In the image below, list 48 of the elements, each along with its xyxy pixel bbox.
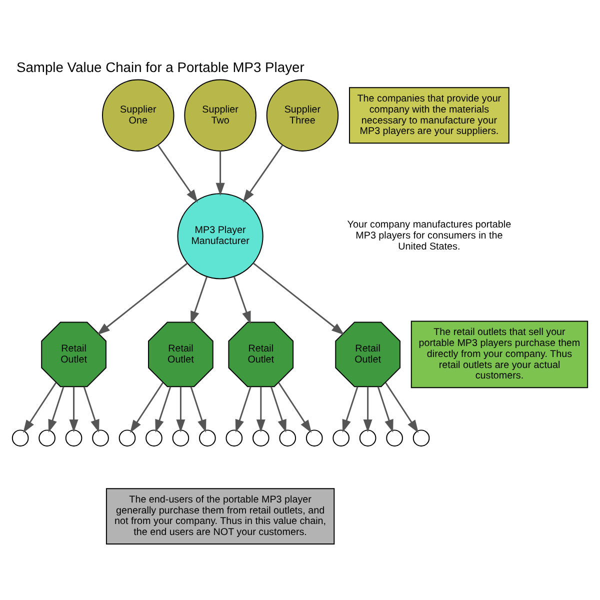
arrow xyxy=(385,382,418,432)
node-person xyxy=(199,429,216,446)
node-person xyxy=(118,429,136,446)
node-circle: Supplier Three xyxy=(266,78,339,151)
arrow xyxy=(130,382,164,432)
arrow xyxy=(256,386,266,432)
node-box: The retail outlets that sell your portable MP3 players purchase them directly from your company. Thus retail outlets are your actual customers. xyxy=(410,320,588,388)
arrow xyxy=(23,382,57,432)
arrow xyxy=(342,386,358,432)
arrow xyxy=(216,150,225,196)
arrow xyxy=(157,144,198,202)
node-person xyxy=(65,429,82,446)
arrow xyxy=(190,276,208,324)
node-person xyxy=(359,429,376,446)
arrow xyxy=(155,386,172,432)
node-circle: Supplier Two xyxy=(184,78,256,151)
arrow xyxy=(252,262,344,334)
node-person xyxy=(12,429,29,446)
arrow xyxy=(242,144,284,202)
node-person xyxy=(252,429,270,446)
arrow xyxy=(176,386,186,432)
arrow xyxy=(278,382,312,432)
node-person xyxy=(332,429,350,446)
arrow xyxy=(363,386,372,432)
arrow xyxy=(190,386,206,432)
arrow xyxy=(97,262,188,334)
arrow xyxy=(235,386,252,432)
node-circle: Supplier One xyxy=(102,78,174,151)
arrow xyxy=(233,276,251,324)
node-box: The end-users of the portable MP3 player generally purchase them from retail outlets, and not from your company. Thus in this value chain, the end users are NOT your customers. xyxy=(106,488,335,544)
arrow xyxy=(69,386,78,432)
arrow xyxy=(83,386,100,432)
node-person xyxy=(279,429,296,446)
node-person xyxy=(146,429,162,446)
node-person xyxy=(306,429,323,446)
label: Your company manufactures portable MP3 players for consumers in the United States. xyxy=(347,219,512,252)
arrow xyxy=(270,386,286,432)
diagram-title: Sample Value Chain for a Portable MP3 Player xyxy=(16,58,304,75)
arrow xyxy=(377,386,394,432)
node-person xyxy=(38,429,56,446)
node-person xyxy=(412,429,430,446)
node-circle: MP3 Player Manufacturer xyxy=(177,192,264,279)
node-person xyxy=(92,429,109,446)
node-box: The companies that provide your company with the materials necessary to manufacture your MP3 players are your suppliers. xyxy=(349,86,510,144)
node-person xyxy=(172,429,190,446)
node-person xyxy=(226,429,243,446)
node-person xyxy=(386,429,403,446)
arrow xyxy=(48,386,64,432)
